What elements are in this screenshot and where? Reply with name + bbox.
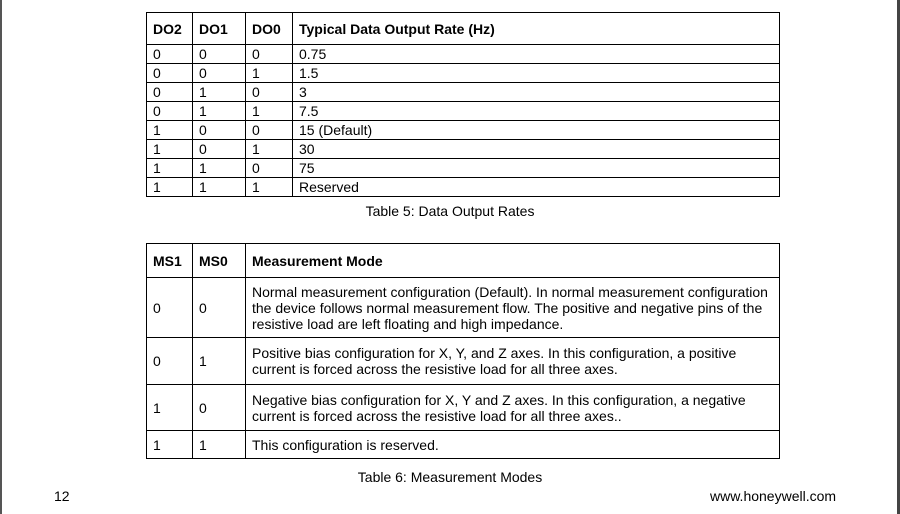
table-cell: 1 — [192, 337, 246, 385]
table-cell: Normal measurement configuration (Defaul… — [245, 277, 780, 338]
table-cell: 1 — [245, 139, 293, 159]
table-caption: Table 6: Measurement Modes — [357, 469, 543, 485]
table-cell: 0 — [245, 120, 293, 140]
table-cell: 0 — [146, 44, 193, 64]
table-cell: 1 — [146, 430, 193, 459]
table-cell: Reserved — [292, 177, 780, 197]
page-edge-right — [897, 0, 900, 514]
table-cell: 0 — [146, 277, 193, 338]
table-cell: 1 — [192, 101, 246, 121]
table-header-row: DO2 DO1 DO0 Typical Data Output Rate (Hz… — [146, 12, 780, 45]
website-url: www.honeywell.com — [710, 488, 837, 504]
table-cell: 1 — [146, 158, 193, 178]
table-cell: 1 — [245, 101, 293, 121]
table-cell: 30 — [292, 139, 780, 159]
table-cell: 1 — [245, 177, 293, 197]
table-cell: 1 — [192, 82, 246, 102]
data-output-rates-table: DO2 DO1 DO0 Typical Data Output Rate (Hz… — [146, 12, 780, 197]
table-cell: 0 — [192, 44, 246, 64]
column-header: MS1 — [146, 243, 193, 278]
table-header-row: MS1 MS0 Measurement Mode — [146, 243, 780, 278]
table-cell: 0 — [192, 139, 246, 159]
table-cell: 0 — [146, 101, 193, 121]
table-cell: 0 — [192, 277, 246, 338]
column-header: MS0 — [192, 243, 246, 278]
table-cell: Positive bias configuration for X, Y, an… — [245, 337, 780, 385]
page-number: 12 — [54, 488, 70, 504]
table-cell: 1 — [192, 158, 246, 178]
page-edge-left — [0, 0, 2, 514]
table-cell: 1 — [146, 177, 193, 197]
table-cell: 0 — [146, 63, 193, 83]
table-cell: 0 — [192, 120, 246, 140]
table-cell: 0.75 — [292, 44, 780, 64]
table-cell: 0 — [146, 337, 193, 385]
column-header: DO2 — [146, 12, 193, 45]
column-header: DO1 — [192, 12, 246, 45]
table-cell: This configuration is reserved. — [245, 430, 780, 459]
table-cell: 0 — [245, 82, 293, 102]
table-caption: Table 5: Data Output Rates — [365, 203, 535, 219]
table-cell: Negative bias configuration for X, Y and… — [245, 384, 780, 431]
table-cell: 15 (Default) — [292, 120, 780, 140]
table-cell: 0 — [245, 158, 293, 178]
table-cell: 1 — [245, 63, 293, 83]
column-header: Typical Data Output Rate (Hz) — [292, 12, 780, 45]
table-cell: 75 — [292, 158, 780, 178]
table-cell: 0 — [146, 82, 193, 102]
table-cell: 1 — [146, 384, 193, 431]
table-cell: 3 — [292, 82, 780, 102]
table-cell: 0 — [192, 63, 246, 83]
table-cell: 0 — [245, 44, 293, 64]
column-header: Measurement Mode — [245, 243, 780, 278]
table-cell: 1 — [146, 139, 193, 159]
table-cell: 7.5 — [292, 101, 780, 121]
column-header: DO0 — [245, 12, 293, 45]
table-cell: 1 — [192, 430, 246, 459]
table-cell: 1.5 — [292, 63, 780, 83]
table-cell: 1 — [146, 120, 193, 140]
table-cell: 1 — [192, 177, 246, 197]
table-cell: 0 — [192, 384, 246, 431]
